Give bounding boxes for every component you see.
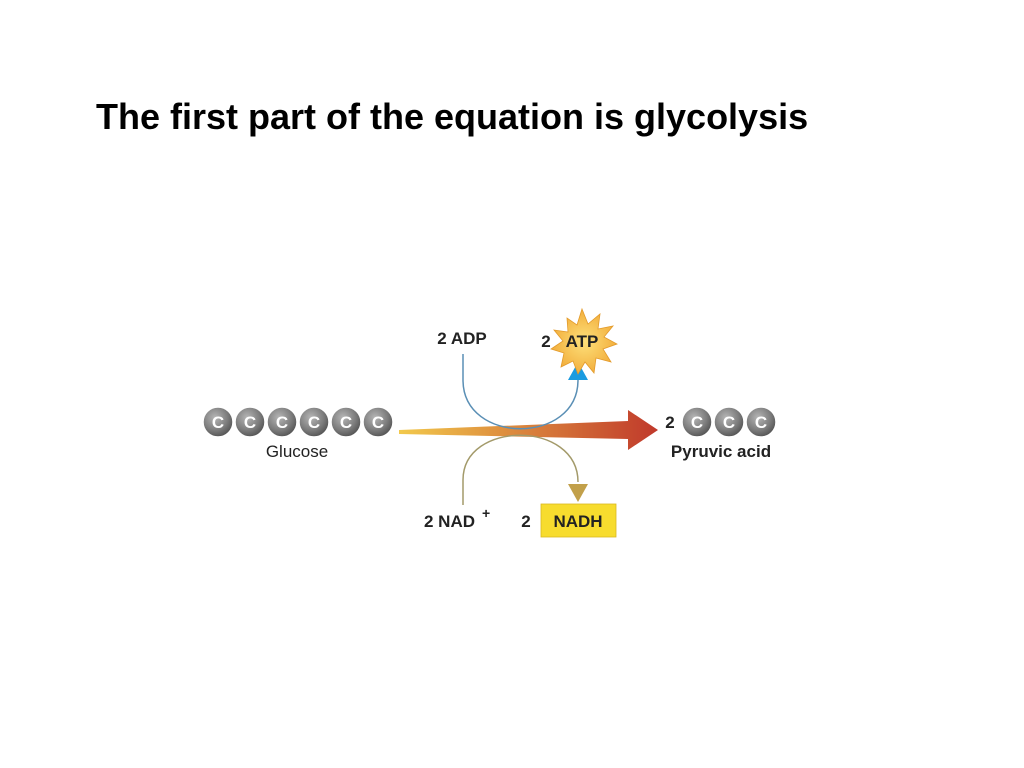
carbon-atom-icon bbox=[330, 406, 362, 438]
slide-title: The first part of the equation is glycol… bbox=[96, 96, 809, 137]
nad-to-nadh-curve bbox=[462, 434, 579, 505]
carbon-atom-icon bbox=[745, 406, 777, 438]
carbon-atom-icon bbox=[298, 406, 330, 438]
carbon-atom-symbol: C bbox=[372, 413, 384, 432]
carbon-atom-icon bbox=[362, 406, 394, 438]
carbon-atom-symbol: C bbox=[723, 413, 735, 432]
pyruvic-coefficient: 2 bbox=[665, 413, 674, 432]
glucose-label: Glucose bbox=[266, 442, 328, 461]
carbon-atom-icon bbox=[202, 406, 234, 438]
carbon-atom-symbol: C bbox=[276, 413, 288, 432]
adp-to-atp-curve bbox=[462, 354, 579, 430]
carbon-atom-symbol: C bbox=[308, 413, 320, 432]
carbon-atom-icon bbox=[681, 406, 713, 438]
nadh-label: NADH bbox=[553, 512, 602, 531]
carbon-atom-symbol: C bbox=[691, 413, 703, 432]
carbon-atom-icon bbox=[266, 406, 298, 438]
nadh-box bbox=[540, 503, 617, 538]
carbon-atom-symbol: C bbox=[212, 413, 224, 432]
atp-label: ATP bbox=[566, 332, 599, 351]
carbon-atom-symbol: C bbox=[755, 413, 767, 432]
main-reaction-arrow bbox=[399, 410, 658, 450]
adp-label: 2 ADP bbox=[437, 329, 486, 348]
atp-star-icon bbox=[550, 307, 618, 375]
carbon-atom-symbol: C bbox=[340, 413, 352, 432]
nad-superscript: + bbox=[482, 505, 490, 521]
nadh-arrowhead-icon bbox=[568, 484, 588, 502]
carbon-atom-icon bbox=[234, 406, 266, 438]
carbon-atom-icon bbox=[713, 406, 745, 438]
carbon-atom-symbol: C bbox=[244, 413, 256, 432]
nad-label: 2 NAD bbox=[424, 512, 475, 531]
atp-coefficient: 2 bbox=[541, 332, 550, 351]
pyruvic-acid-label: Pyruvic acid bbox=[671, 442, 771, 461]
nadh-coefficient: 2 bbox=[521, 512, 530, 531]
